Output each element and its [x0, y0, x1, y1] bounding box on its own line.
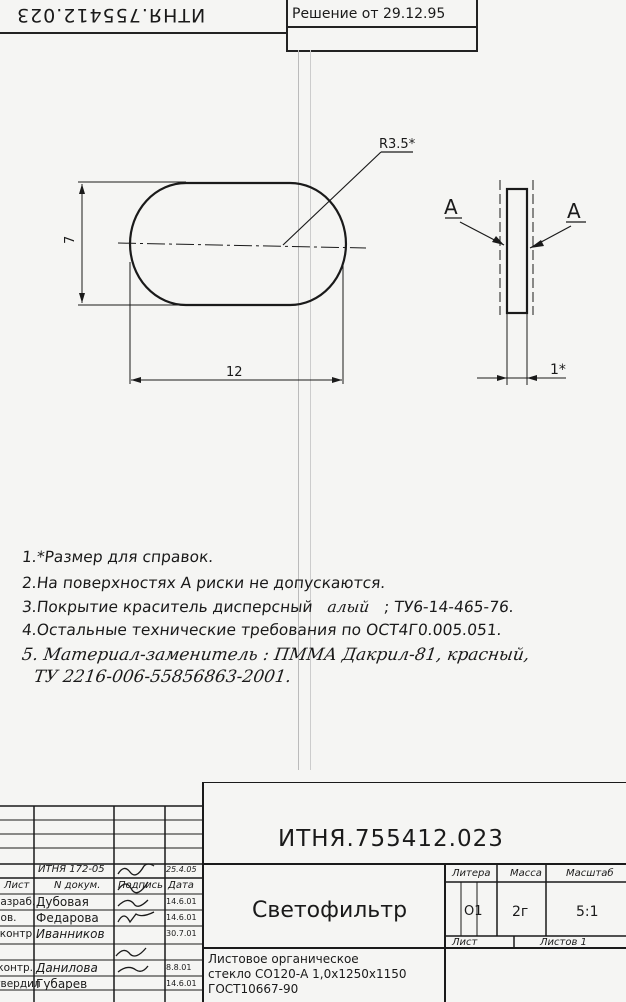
col-doc: N докум. — [54, 880, 101, 891]
title-designation: ИТНЯ.755412.023 — [278, 826, 504, 852]
note-4: 4.Остальные технические требования по ОС… — [21, 621, 503, 639]
note-5-line-2: ТУ 2216-006-55856863-2001. — [32, 667, 293, 687]
technical-drawing: R3.5* 7 12 А А 1* — [63, 137, 586, 385]
note-3-text: 3.Покрытие краситель дисперсный — [21, 598, 314, 616]
row-role: Н.контр. — [0, 962, 33, 974]
row-date: 30.7.01 — [166, 929, 197, 938]
scale-value: 5:1 — [576, 904, 599, 920]
litera-header: Литера — [452, 868, 491, 879]
section-label-left: А — [444, 195, 458, 219]
radius-leader — [282, 151, 382, 246]
row-name: Дубовая — [36, 895, 89, 909]
decision-text: Решение от 29.12.95 — [292, 6, 446, 22]
note-3: 3.Покрытие краситель дисперсный алый ; Т… — [21, 598, 515, 616]
row-date: 14.6.01 — [166, 913, 197, 922]
title-block — [0, 782, 626, 1002]
row-name: Данилова — [36, 961, 98, 975]
row-name: Губарев — [36, 977, 88, 991]
row-date: 14.6.01 — [166, 979, 197, 988]
row-date: 8.8.01 — [166, 963, 192, 972]
scale-header: Масштаб — [566, 868, 614, 879]
change-date: 25.4.05 — [166, 865, 197, 874]
decision-divider — [286, 26, 476, 28]
row-name: Иванников — [36, 927, 105, 941]
scan-line — [310, 50, 311, 770]
col-sheet: Лист — [4, 880, 30, 891]
row-name: Федарова — [36, 911, 99, 925]
litera-value: О1 — [464, 904, 483, 919]
thickness-label: 1* — [550, 362, 566, 378]
slot-outline — [128, 181, 348, 307]
row-date: 14.6.01 — [166, 897, 197, 906]
note-1: 1.*Размер для справок. — [21, 548, 215, 566]
note-3-tail: ; ТУ6-14-465-76. — [383, 598, 515, 616]
width-label: 12 — [226, 365, 243, 380]
mass-value: 2г — [512, 904, 529, 920]
side-view — [505, 187, 529, 315]
scan-line — [298, 50, 299, 770]
material-line-3: ГОСТ10667-90 — [208, 982, 299, 996]
note-5-line-1: 5. Материал-заменитель : ПММА Дакрил-81,… — [20, 645, 531, 665]
change-doc: ИТНЯ 172-05 — [38, 864, 105, 875]
radius-label: R3.5* — [379, 137, 416, 152]
title-name: Светофильтр — [252, 898, 408, 923]
row-role: Утвердил — [0, 978, 41, 990]
section-label-right: А — [567, 199, 581, 223]
note-2: 2.На поверхностях А риски не допускаются… — [21, 574, 387, 592]
sheet-label: Лист — [452, 937, 478, 948]
row-role: Т.контр — [0, 928, 33, 940]
center-line — [117, 242, 367, 249]
sheets-label: Листов 1 — [540, 937, 587, 948]
height-label: 7 — [63, 236, 78, 244]
row-role: Разраб. — [0, 896, 36, 908]
col-date: Дата — [168, 880, 194, 891]
row-role: Пров. — [0, 912, 17, 924]
mass-header: Масса — [510, 868, 542, 879]
material-line-2: стекло СО120-А 1,0х1250х1150 — [208, 967, 407, 981]
col-sign: Подпись — [118, 880, 163, 891]
material-line-1: Листовое органическое — [208, 952, 359, 966]
note-3-handwritten: алый — [326, 598, 371, 616]
